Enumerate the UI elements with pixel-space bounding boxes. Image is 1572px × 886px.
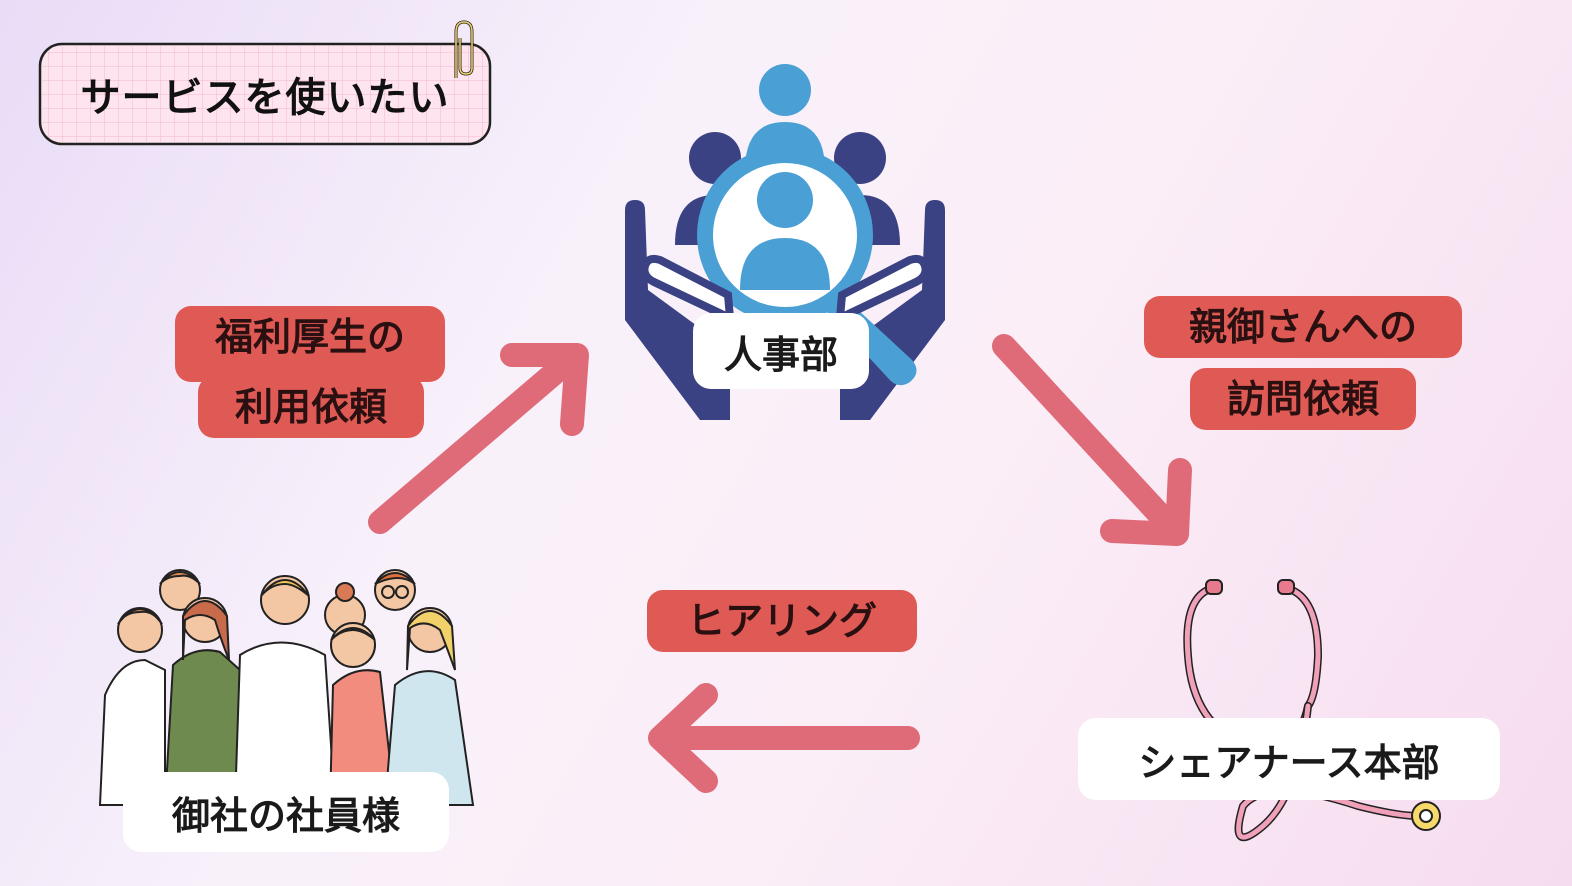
grid-tag-background (38, 42, 492, 146)
title-tag: サービスを使いたい (34, 20, 496, 150)
headquarters-label: シェアナース本部 (1078, 718, 1500, 800)
paperclip-icon (454, 20, 474, 78)
hearing-label: ヒアリング (647, 590, 917, 652)
arrow-left (648, 683, 920, 793)
arrow-down-right (992, 334, 1192, 546)
employees-label: 御社の社員様 (123, 772, 449, 852)
visit-label-line2: 訪問依頼 (1190, 368, 1416, 430)
employees-group-icon (98, 569, 475, 806)
visit-label: 親御さんへの (1144, 296, 1462, 358)
request-label-line1: 福利厚生の (214, 315, 405, 359)
request-label: 福利厚生の (175, 306, 445, 382)
page-title: サービスを使いたい (80, 75, 450, 121)
hr-label: 人事部 (693, 313, 869, 389)
request-label-line2: 利用依頼 (198, 376, 424, 438)
arrow-up-right (368, 343, 589, 534)
